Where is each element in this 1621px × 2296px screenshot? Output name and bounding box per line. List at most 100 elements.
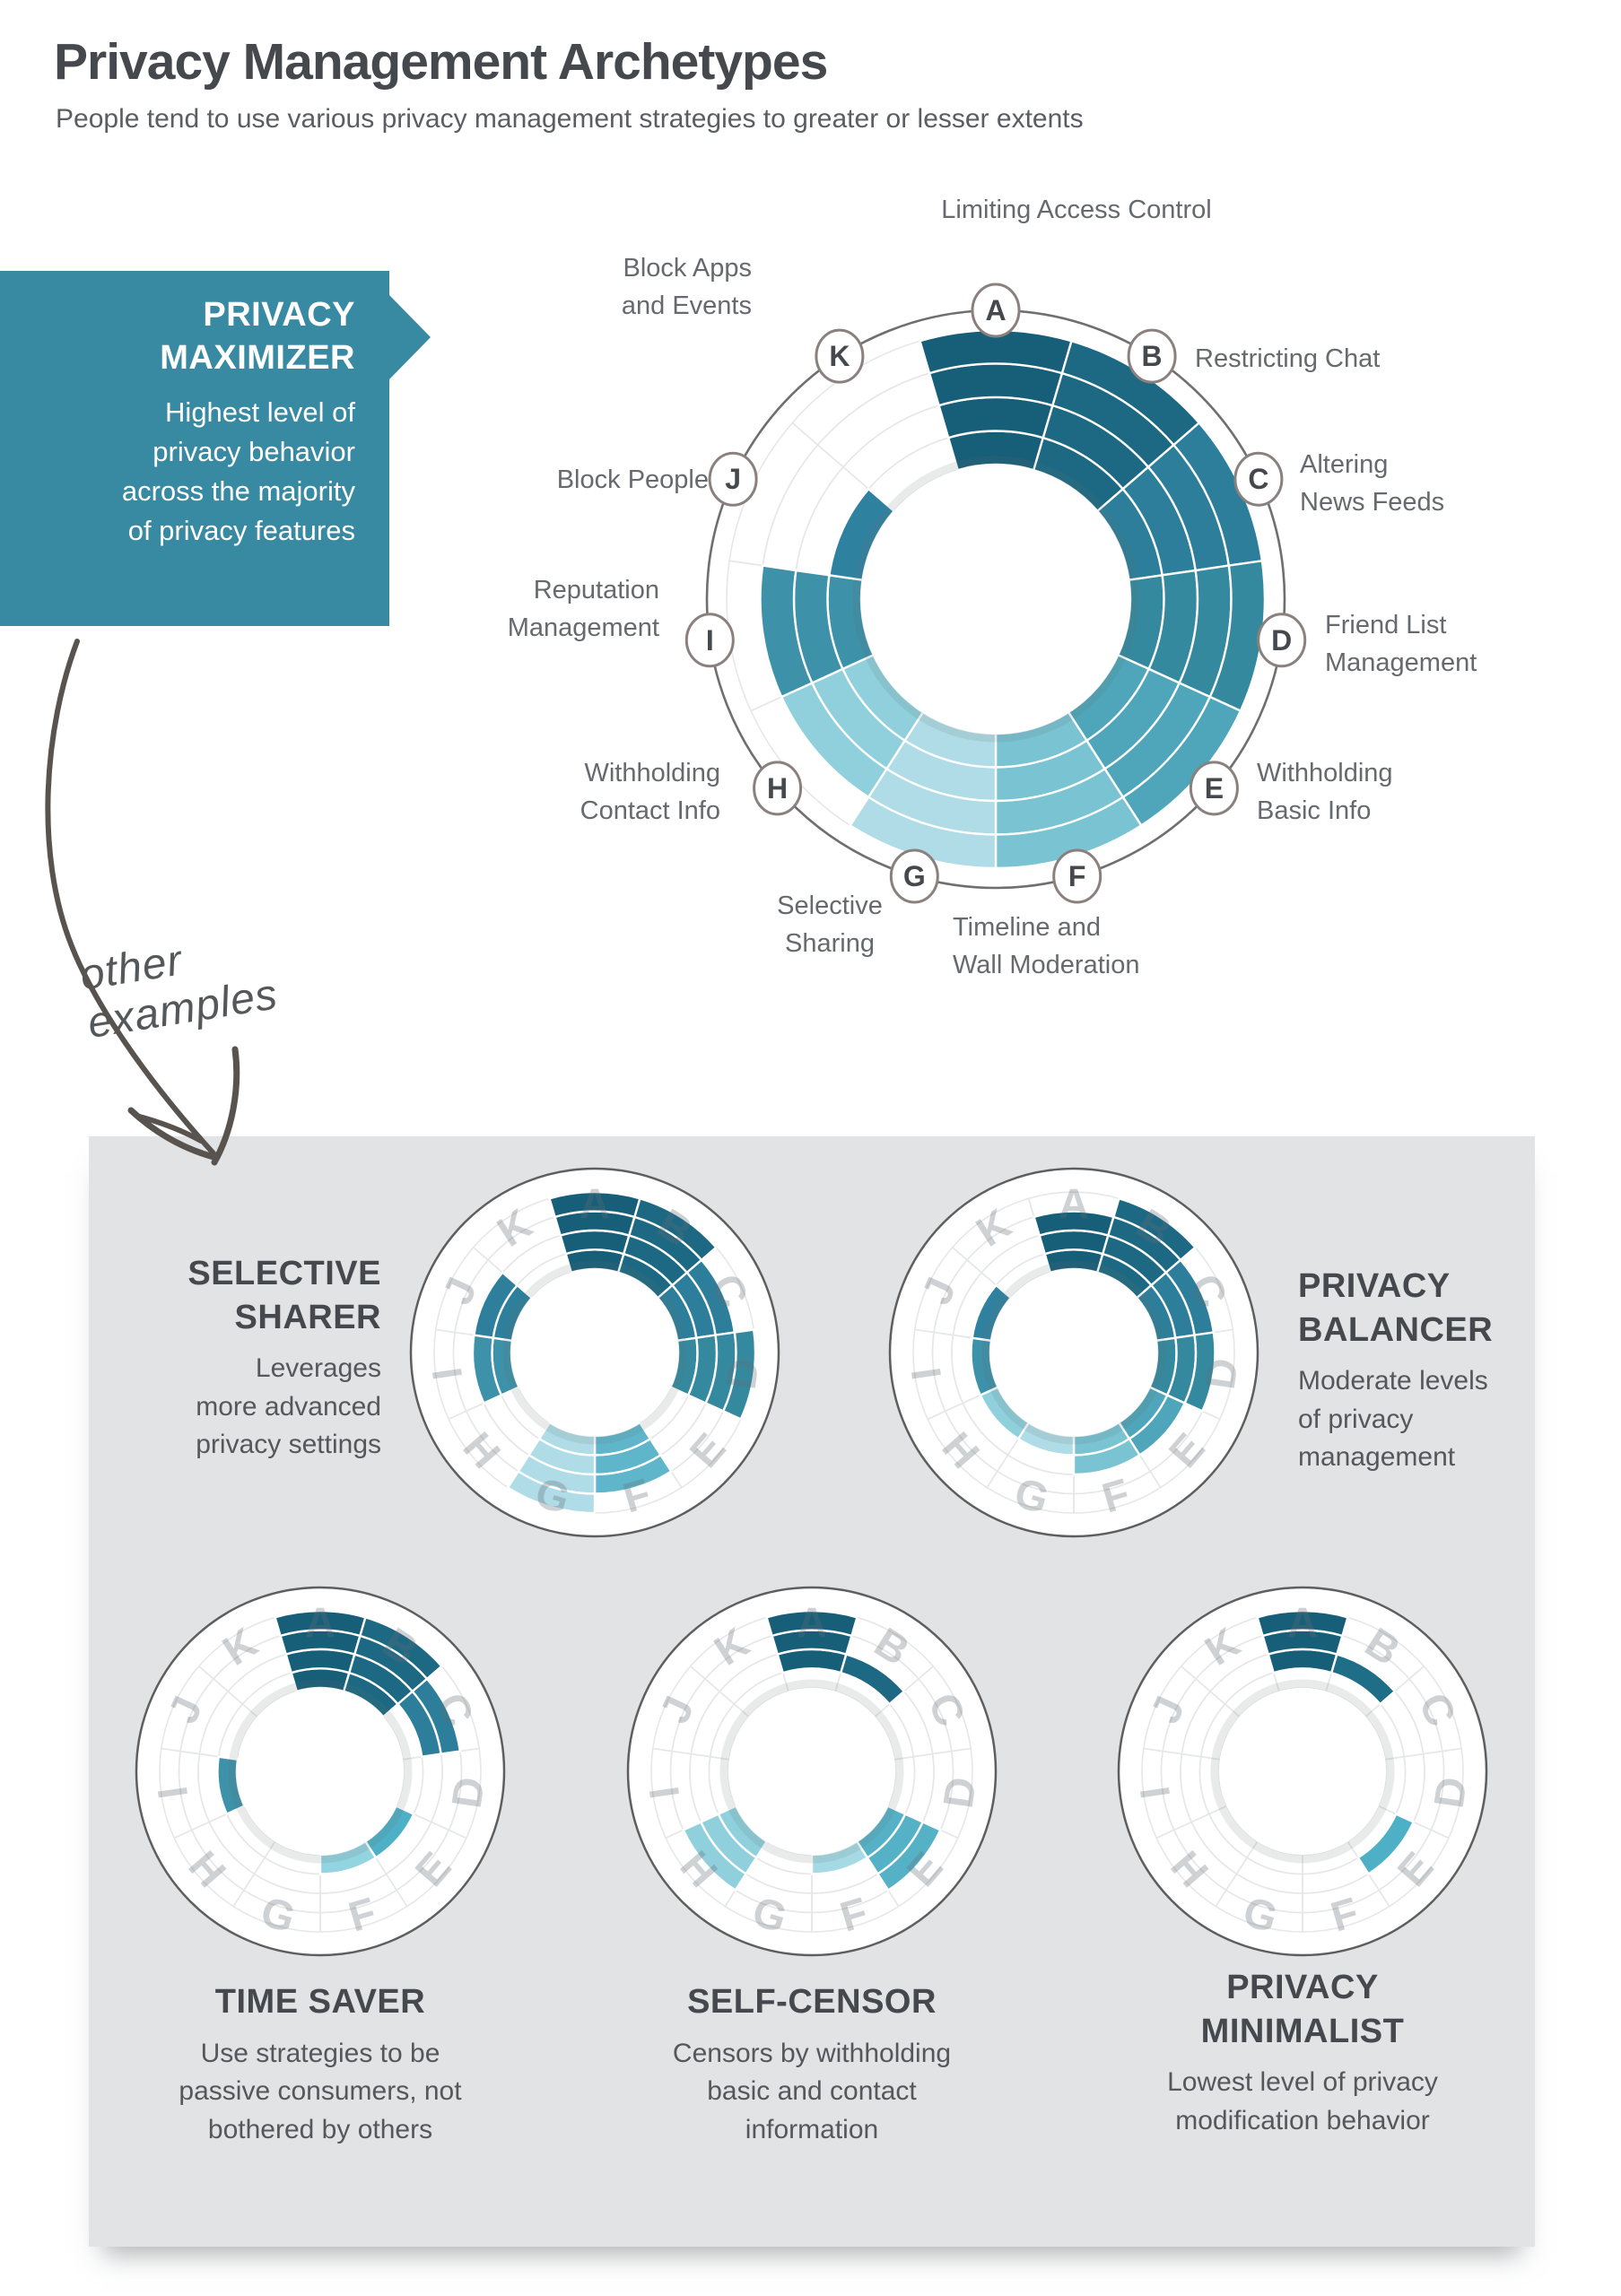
fill-band-I [826,573,876,671]
selective-sharer-textblock: SELECTIVE SHARER Leverages more advanced… [85,1252,381,1465]
grid-cell [995,796,1143,869]
time-saver-textblock: TIME SAVER Use strategies to be passive … [125,1980,516,2149]
arrow-shaft [45,639,216,1156]
callout-title: PRIVACY MAXIMIZER [160,296,355,377]
fill-band-D [1147,569,1199,685]
fill-band-H [780,681,889,799]
grid-cell [947,430,1044,472]
grid-cell [728,422,819,567]
privacy-maximizer-callout: PRIVACY MAXIMIZER Highest level of priva… [0,271,389,626]
feature-badge-letter-E: E [1205,772,1224,804]
grid-cell [828,488,895,581]
avatar-man-glasses [880,496,1111,735]
grid-cell [1085,667,1181,770]
avatar-part [1004,567,1041,596]
feature-badge-D [1257,613,1307,668]
feature-badge-E [1189,761,1239,816]
grid-cell [1096,488,1163,581]
callout-description: Highest level of privacy behavior across… [121,396,355,546]
grid-cell [762,443,845,571]
fill-band-E [1085,667,1181,770]
feature-label-timeline-wall-moderation: Timeline and Wall Moderation [953,913,1140,980]
grid-cell [867,437,959,512]
fill-band-G [867,767,998,836]
fill-band-I [792,569,844,685]
privacy-balancer-textblock: PRIVACY BALANCER Moderate levels of priv… [1298,1265,1603,1477]
fill-band-D [1116,573,1165,671]
fill-band-E [1102,681,1212,799]
feature-label-withholding-basic-info: Withholding Basic Info [1257,759,1393,826]
fill-band-C [1146,443,1231,572]
feature-label-withholding-contact-info: Withholding Contact Info [580,759,720,826]
feature-badge-C [1233,451,1284,507]
fill-band-A [919,328,1073,375]
feature-label-selective-sharing: Selective Sharing [777,891,883,959]
grid-cell [726,560,783,712]
fill-band-B [1060,339,1201,447]
grid-cell [811,667,906,770]
feature-label-reputation-management: Reputation Management [507,576,659,643]
feature-label-friend-list-management: Friend List Management [1325,611,1477,678]
callout-pointer [389,295,431,379]
avatar-part [976,615,1016,660]
grid-cell [759,564,814,699]
grid-cell [1117,574,1165,670]
time-saver-description: Use strategies to be passive consumers, … [179,2038,462,2144]
time-saver-title: TIME SAVER [214,1983,426,2021]
grid-cell [816,372,940,468]
grid-cell [1067,654,1150,742]
self-censor-textblock: SELF-CENSOR Censors by withholding basic… [616,1980,1007,2149]
fill-band-F [994,796,1143,870]
feature-badge-H [753,761,803,816]
avatar-part [945,496,1047,581]
avatar-part [950,567,988,596]
avatar-part [950,523,1041,639]
feature-badge-letter-B: B [1142,340,1163,372]
feature-badge-F [1052,848,1102,904]
other-examples-note: other examples [76,936,282,1048]
feature-badge-I [684,613,735,668]
avatar-part [880,652,1111,735]
fill-band-F [994,767,1125,836]
fill-band-H [810,667,907,770]
privacy-minimalist-textblock: PRIVACY MINIMALIST Lowest level of priva… [1107,1966,1498,2140]
grid-cell [1103,682,1211,798]
grid-cell [1041,404,1150,491]
feature-label-altering-news-feeds: Altering News Feeds [1300,450,1445,517]
fill-band-E [1121,695,1242,828]
grid-cell [995,768,1125,836]
grid-cell [793,570,844,684]
feature-badge-letter-H: H [767,772,788,804]
selective-sharer-title: SELECTIVE SHARER [187,1255,381,1336]
fill-band-G [849,796,998,870]
grid-cell [928,362,1063,407]
grid-cell [1121,465,1197,577]
grid-cell [841,654,925,742]
privacy-balancer-description: Moderate levels of privacy management [1298,1366,1488,1473]
fill-band-J [828,487,896,582]
grid-cell [1033,437,1124,512]
inner-circle-shadow [852,456,1139,743]
selective-sharer-description: Leverages more advanced privacy settings [196,1353,381,1460]
fill-band-B [1050,371,1176,469]
fill-band-G [902,710,998,769]
feature-label-block-people: Block People [556,465,709,494]
feature-badge-letter-J: J [725,463,741,495]
avatar-part [971,653,1022,699]
grid-cell [919,329,1073,375]
feature-badge-letter-D: D [1271,624,1292,657]
feature-badge-K [815,328,865,384]
feature-badge-J [708,451,758,507]
fill-band-A [928,362,1064,407]
grid-cell [885,739,997,802]
privacy-minimalist-description: Lowest level of privacy modification beh… [1167,2067,1438,2135]
fill-band-A [946,430,1045,472]
feature-badge-letter-F: F [1068,860,1086,892]
grid-cell [780,682,888,798]
fill-band-C [1095,487,1163,582]
grid-cell [1051,372,1175,468]
grid-cell [1121,695,1242,827]
fill-band-B [1032,436,1125,513]
avatar-part [1036,575,1058,607]
